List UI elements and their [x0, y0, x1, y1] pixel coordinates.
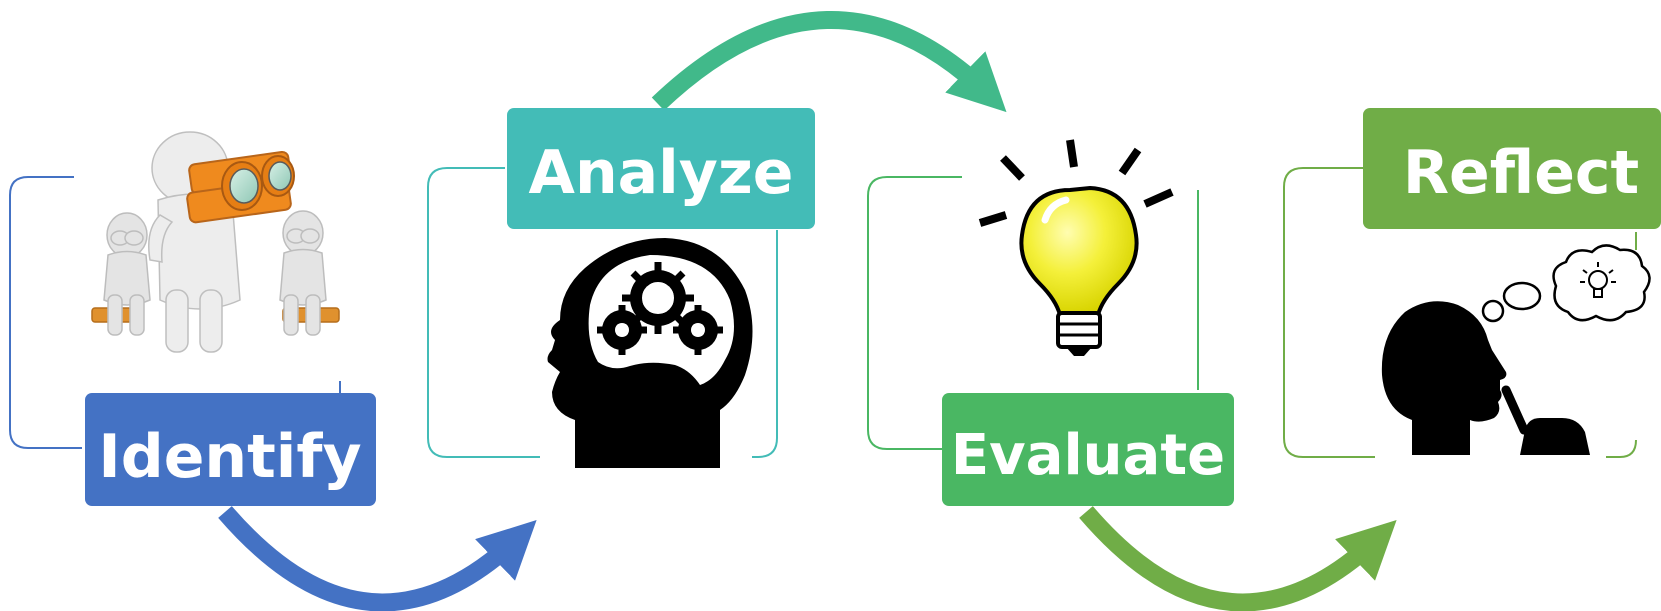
- arrow-analyze-to-evaluate: [651, 10, 1007, 113]
- step-evaluate-label-box: [942, 393, 1234, 506]
- step-analyze-label-box: [507, 108, 815, 229]
- step-analyze: Analyze: [427, 108, 815, 468]
- step-identify-label: Identify: [98, 422, 361, 492]
- step-reflect-frame: [1283, 167, 1375, 458]
- arrow-identify-to-analyze: [218, 506, 537, 611]
- step-evaluate-label: Evaluate: [951, 423, 1225, 488]
- step-reflect: Reflect: [1283, 108, 1661, 458]
- step-reflect-label: Reflect: [1403, 138, 1639, 208]
- step-reflect-label-box: [1363, 108, 1661, 229]
- binoculars-figures-icon: [91, 131, 340, 353]
- head-gears-icon: [547, 238, 753, 468]
- step-analyze-frame: [427, 167, 540, 458]
- step-evaluate-frame: [867, 176, 962, 450]
- arrow-evaluate-to-reflect: [1079, 506, 1397, 611]
- thinking-person-icon: [1381, 244, 1651, 455]
- step-reflect-frame-right: [1606, 232, 1637, 458]
- step-analyze-frame-right: [752, 230, 778, 458]
- step-analyze-label: Analyze: [529, 138, 794, 208]
- lightbulb-icon: [978, 139, 1174, 356]
- step-identify-label-box: [85, 393, 376, 506]
- step-identify: Identify: [9, 131, 376, 506]
- step-identify-frame: [9, 176, 82, 449]
- step-evaluate: Evaluate: [867, 139, 1234, 506]
